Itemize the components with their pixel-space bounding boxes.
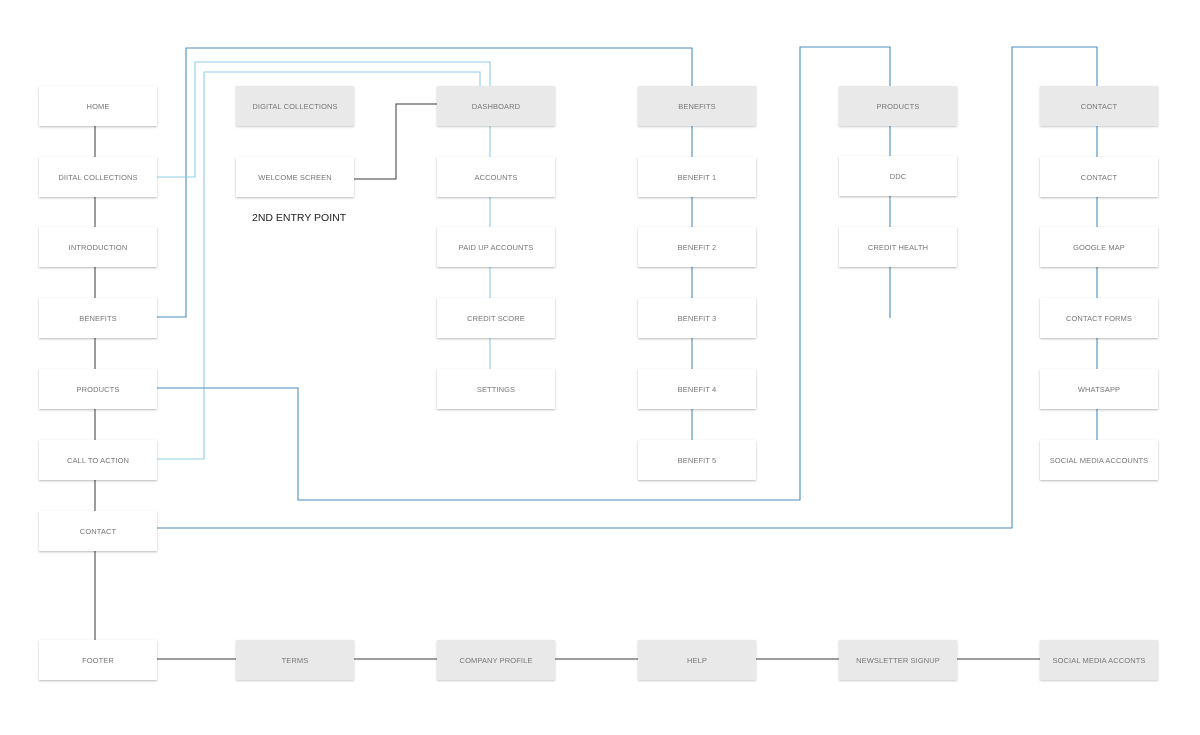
products-link-line [157,46,891,501]
dashboard-item[interactable]: PAID UP ACCOUNTS [437,227,555,267]
contact-item[interactable]: GOOGLE MAP [1040,227,1158,267]
introduction-node[interactable]: INTRODUCTION [39,227,157,267]
footer-node[interactable]: FOOTER [39,640,157,680]
call-to-action-node[interactable]: CALL TO ACTION [39,440,157,480]
footer-item-terms[interactable]: TERMS [236,640,354,680]
entry-point-note: 2ND ENTRY POINT [252,212,347,224]
dashboard-header[interactable]: DASHBOARD [437,86,555,126]
contact-item[interactable]: SOCIAL MEDIA ACCOUNTS [1040,440,1158,480]
benefit-item[interactable]: BENEFIT 5 [638,440,756,480]
benefits-link-line [157,47,693,318]
benefits-node[interactable]: BENEFITS [39,298,157,338]
digital-collections-header[interactable]: DIGITAL COLLECTIONS [236,86,354,126]
collections-link-line [157,61,491,178]
product-item[interactable]: DDC [839,156,957,196]
contact-item[interactable]: WHATSAPP [1040,369,1158,409]
benefit-item[interactable]: BENEFIT 1 [638,157,756,197]
dashboard-item[interactable]: SETTINGS [437,369,555,409]
digital-collections-node[interactable]: DIITAL COLLECTIONS [39,157,157,197]
footer-item-company-profile[interactable]: COMPANY PROFILE [437,640,555,680]
welcome-screen-node[interactable]: WELCOME SCREEN [236,157,354,197]
contact-header[interactable]: CONTACT [1040,86,1158,126]
welcome-to-dashboard-line [354,103,437,180]
benefit-item[interactable]: BENEFIT 3 [638,298,756,338]
contact-link-line [157,46,1098,529]
contact-node[interactable]: CONTACT [39,511,157,551]
product-item[interactable]: CREDIT HEALTH [839,227,957,267]
footer-item-help[interactable]: HELP [638,640,756,680]
cta-link-line [157,71,481,460]
home-node[interactable]: HOME [39,86,157,126]
products-node[interactable]: PRODUCTS [39,369,157,409]
contact-item[interactable]: CONTACT [1040,157,1158,197]
dashboard-item[interactable]: ACCOUNTS [437,157,555,197]
footer-item-social[interactable]: SOCIAL MEDIA ACCONTS [1040,640,1158,680]
benefit-item[interactable]: BENEFIT 4 [638,369,756,409]
benefits-header[interactable]: BENEFITS [638,86,756,126]
contact-item[interactable]: CONTACT FORMS [1040,298,1158,338]
benefit-item[interactable]: BENEFIT 2 [638,227,756,267]
products-header[interactable]: PRODUCTS [839,86,957,126]
footer-item-newsletter[interactable]: NEWSLETTER SIGNUP [839,640,957,680]
dashboard-item[interactable]: CREDIT SCORE [437,298,555,338]
